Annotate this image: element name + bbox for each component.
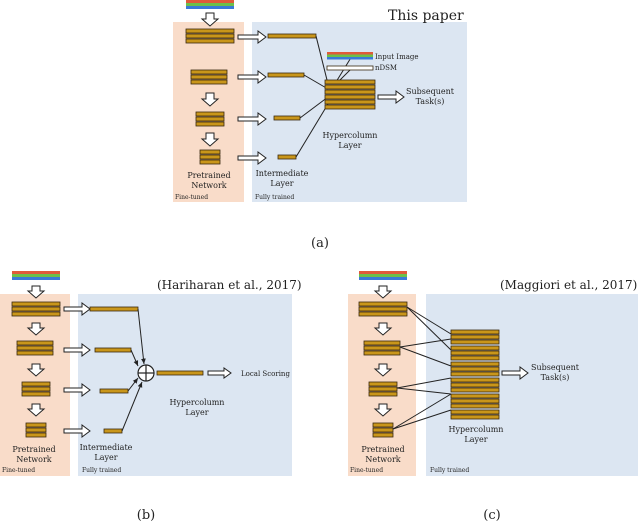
input-image-label: Input Image bbox=[375, 53, 419, 61]
down-arrows-c bbox=[373, 285, 393, 417]
panel-c: (Maggiori et al., 2017) bbox=[348, 271, 638, 523]
local-scoring-label: Local Scoring bbox=[241, 370, 290, 378]
fully-trained-label-a: Fully trained bbox=[255, 194, 294, 201]
connectors-a bbox=[295, 35, 353, 158]
hypercolumn-layer-c bbox=[450, 329, 500, 420]
panel-b: (Hariharan et al., 2017) bbox=[0, 271, 302, 523]
subsequent-arrow-a bbox=[377, 90, 405, 104]
input-image-stripes-b bbox=[12, 271, 60, 280]
down-arrows-b bbox=[26, 285, 46, 417]
ndsm-label: nDSM bbox=[375, 64, 397, 72]
connectors-b bbox=[121, 308, 146, 432]
subsequent-arrow-c bbox=[501, 366, 529, 380]
fine-tuned-label-a: Fine-tuned bbox=[175, 194, 208, 201]
pretrained-network-b bbox=[11, 301, 61, 438]
hollow-arrows-a bbox=[237, 30, 267, 165]
input-image-stripes-c bbox=[359, 271, 407, 280]
caption-c: (c) bbox=[483, 508, 500, 523]
hollow-arrows-b bbox=[63, 302, 91, 438]
fully-trained-label-c: Fully trained bbox=[430, 467, 469, 474]
pretrained-network-a bbox=[185, 28, 235, 165]
down-arrows-a bbox=[200, 12, 220, 147]
fine-tuned-label-b: Fine-tuned bbox=[2, 467, 35, 474]
input-image-stripes-a bbox=[186, 0, 234, 9]
local-scoring-arrow-b bbox=[207, 367, 232, 379]
hypercolumn-bar-b bbox=[156, 370, 204, 376]
block-2 bbox=[190, 69, 228, 85]
connectors-c bbox=[392, 306, 452, 430]
panel-a-title: This paper bbox=[388, 8, 464, 24]
block-1 bbox=[185, 28, 235, 44]
fully-trained-label-b: Fully trained bbox=[82, 467, 121, 474]
block-4 bbox=[199, 149, 221, 165]
pretrained-network-c bbox=[358, 301, 408, 438]
fully-trained-region-b bbox=[78, 294, 292, 476]
sum-node-b bbox=[137, 364, 155, 382]
hypercolumn-layer-a bbox=[324, 79, 376, 110]
fine-tuned-label-c: Fine-tuned bbox=[350, 467, 383, 474]
caption-b: (b) bbox=[137, 508, 155, 523]
panel-c-title: (Maggiori et al., 2017) bbox=[500, 278, 637, 292]
block-3 bbox=[195, 111, 225, 127]
panel-b-title: (Hariharan et al., 2017) bbox=[157, 278, 302, 292]
input-image-stack-a bbox=[326, 52, 374, 71]
panel-a: This paper bbox=[173, 0, 467, 251]
caption-a: (a) bbox=[311, 236, 329, 251]
